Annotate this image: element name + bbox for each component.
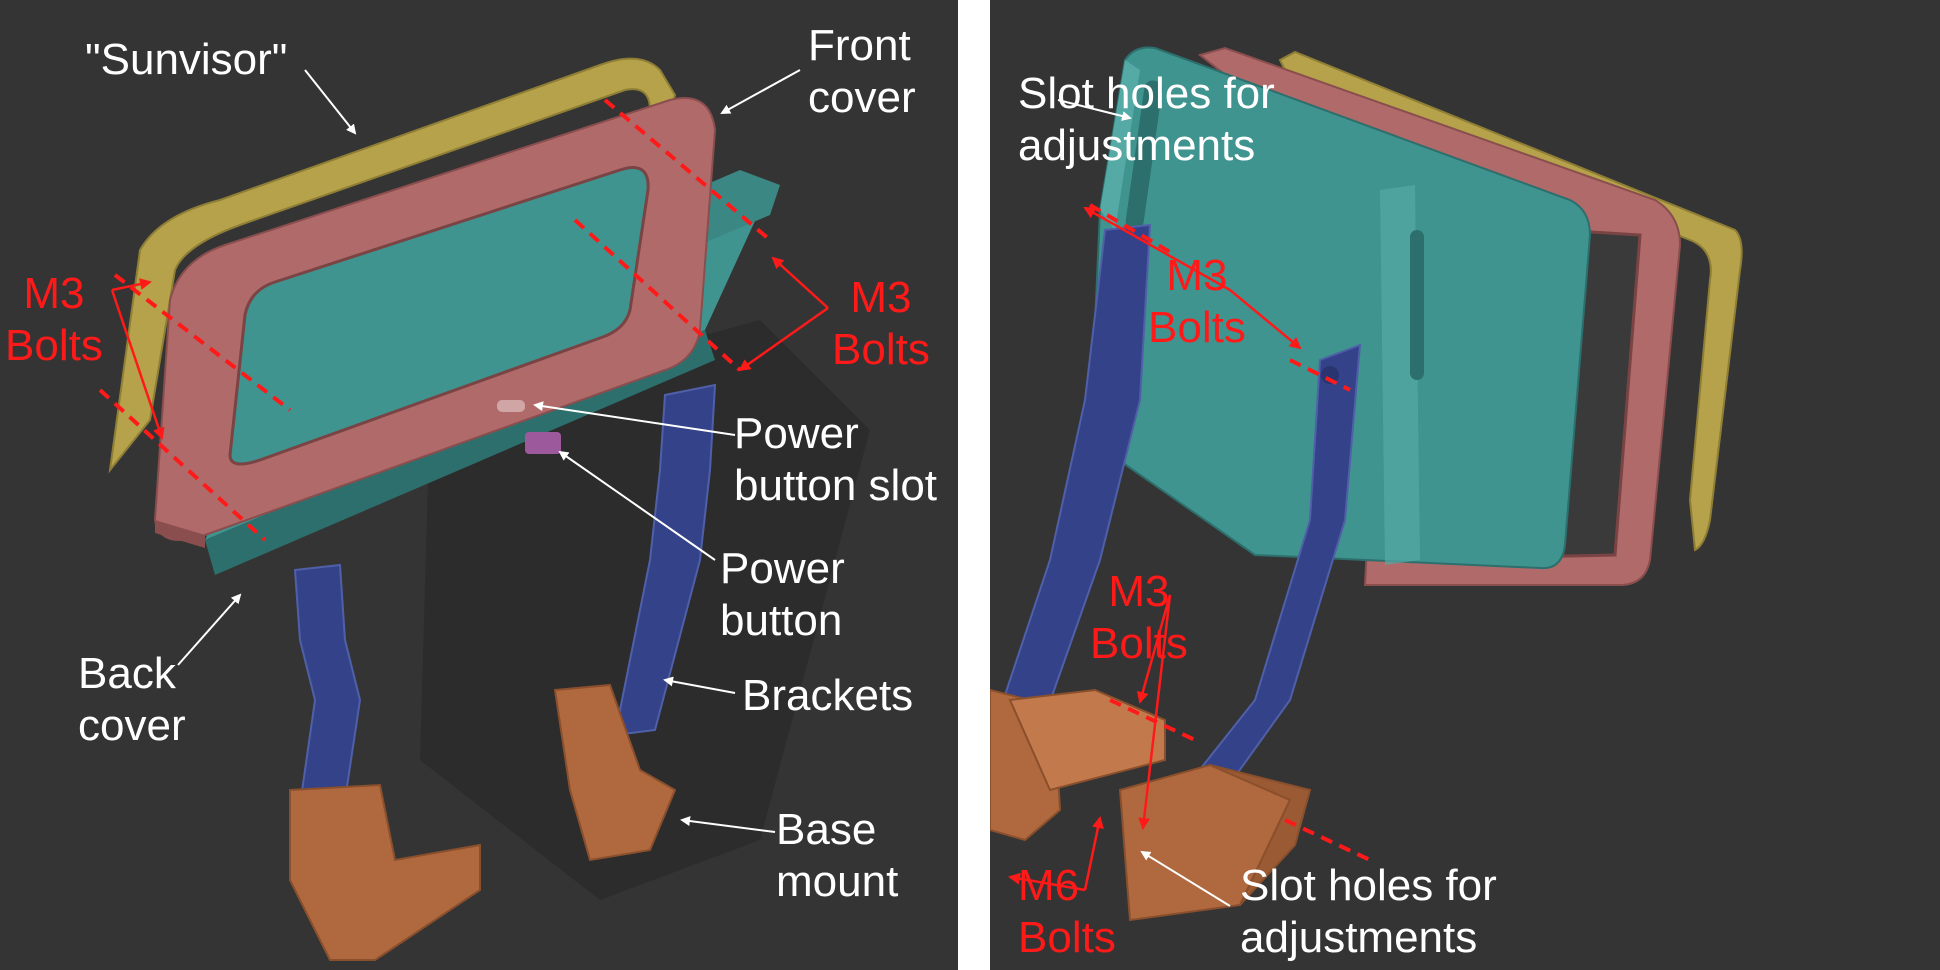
callout-m3-right-lower — [738, 306, 829, 372]
front-cover-part — [153, 97, 717, 548]
label-sunvisor: "Sunvisor" — [85, 35, 288, 84]
callout-power-button-slot — [533, 401, 736, 436]
callout-front-cover — [720, 69, 801, 114]
power-button-part — [525, 432, 561, 454]
bolt-axis-lines — [98, 98, 772, 542]
label-power-button-slot: Power button slot — [734, 409, 938, 510]
callout-m3-top-lower — [1229, 289, 1302, 350]
power-button-slot-part — [497, 400, 525, 412]
bolt-axis-lines — [1088, 203, 1371, 862]
callout-m3-right-upper — [771, 256, 829, 309]
label-slot-holes-bottom: Slot holes for adjustments — [1240, 861, 1497, 962]
callout-back-cover — [177, 593, 242, 666]
label-m3-bolts-bottom-overlay: M3 Bolts — [1090, 567, 1188, 668]
label-m3-bolts-left: M3 Bolts — [5, 269, 103, 370]
right-exploded-view-panel: Slot holes for adjustments M3 Bolts M3 B… — [990, 0, 1940, 970]
left-exploded-view-panel: "Sunvisor" Front cover M3 Bolts M3 Bolts… — [0, 0, 958, 970]
callout-slot-holes-top — [1057, 99, 1132, 121]
callout-m3-bottom-lower — [1138, 594, 1172, 830]
label-slot-holes-top: Slot holes for adjustments — [1018, 69, 1275, 170]
left-exploded-view-drawing — [98, 57, 870, 961]
callout-base-mount — [680, 816, 776, 833]
back-cover-part — [1088, 46, 1592, 570]
callout-power-button — [558, 450, 716, 561]
base-mount-part — [289, 683, 677, 961]
right-exploded-view-drawing — [990, 46, 1743, 922]
label-front-cover: Front cover — [808, 21, 916, 122]
callout-m6-upper — [1083, 816, 1104, 891]
label-m6-bolts-overlay: M6 Bolts — [1018, 861, 1116, 962]
label-brackets: Brackets — [742, 671, 914, 720]
label-m3-bolts-right: M3 Bolts — [832, 273, 930, 374]
label-base-mount: Base mount — [776, 805, 899, 906]
callout-m3-top-upper — [1083, 206, 1231, 292]
callout-m3-left-lower — [110, 289, 165, 440]
callout-m6-lower — [1008, 872, 1086, 892]
callout-m3-bottom-upper — [1136, 594, 1172, 704]
callout-m3-left-upper — [111, 278, 152, 292]
label-power-button: Power button — [720, 544, 845, 645]
callout-sunvisor — [304, 69, 357, 135]
base-mount-part — [990, 688, 1312, 922]
label-back-cover: Back cover — [78, 649, 186, 750]
callout-brackets — [663, 676, 736, 694]
label-m3-bolts-top-overlay: M3 Bolts — [1148, 251, 1246, 352]
callout-slot-holes-bottom — [1140, 850, 1231, 907]
